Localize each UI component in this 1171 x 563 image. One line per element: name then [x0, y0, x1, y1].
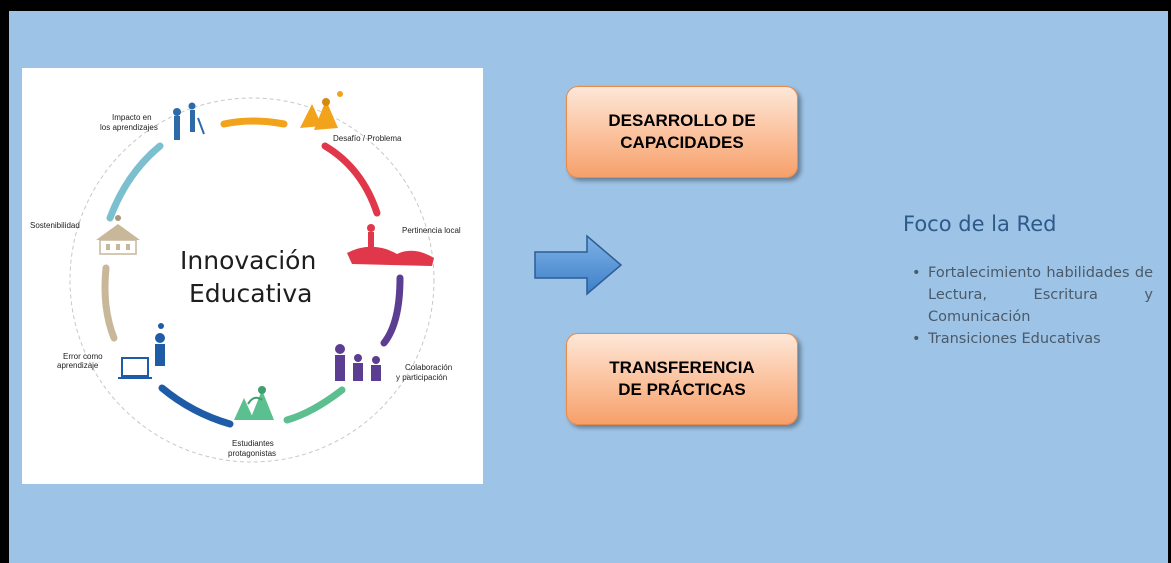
label-error-1: Error como: [63, 352, 103, 361]
photographers-icon: [173, 102, 205, 140]
label-impacto-2: los aprendizajes: [100, 123, 158, 132]
focus-item-2: Transiciones Educativas: [908, 328, 1170, 350]
label-estudiantes-1: Estudiantes: [232, 439, 274, 448]
focus-item-1: Fortalecimiento habilidades de Lectura, …: [908, 262, 1153, 328]
challenge-people-icon: [300, 91, 343, 130]
local-landscape-icon: [347, 224, 434, 266]
innovation-diagram: Innovación Educativa Impacto en los apre…: [22, 68, 483, 484]
arc-orange: [220, 117, 288, 128]
label-colaboracion-2: y participación: [396, 373, 447, 382]
focus-list: Fortalecimiento habilidades de Lectura, …: [908, 262, 1170, 350]
right-arrow-icon: [534, 234, 623, 296]
top-border: [9, 9, 1171, 11]
label-desafio: Desafío / Problema: [333, 134, 402, 143]
laptop-person-icon: [118, 323, 165, 379]
label-error-2: aprendizaje: [57, 361, 99, 370]
label-pertinencia: Pertinencia local: [402, 226, 461, 235]
students-plants-icon: [234, 386, 274, 420]
dashed-orbit: [69, 97, 435, 463]
capacity-development-box: DESARROLLO DE CAPACIDADES: [566, 86, 798, 178]
label-impacto-1: Impacto en: [112, 113, 152, 122]
arc-purple: [380, 274, 404, 347]
arc-teal: [106, 142, 164, 222]
cycle-svg: Innovación Educativa Impacto en los apre…: [30, 91, 461, 463]
focus-title: Foco de la Red: [903, 212, 1057, 236]
arc-red: [321, 142, 381, 217]
arc-blue: [158, 384, 234, 428]
collaboration-people-icon: [335, 344, 381, 381]
school-building-icon: [96, 215, 140, 255]
label-sostenibilidad: Sostenibilidad: [30, 221, 80, 230]
arc-green: [283, 386, 346, 424]
practice-transfer-box: TRANSFERENCIA DE PRÁCTICAS: [566, 333, 798, 425]
center-title-line2: Educativa: [189, 279, 312, 308]
center-title-line1: Innovación: [180, 246, 316, 275]
arc-tan: [101, 264, 118, 342]
label-colaboracion-1: Colaboración: [405, 363, 452, 372]
label-estudiantes-2: protagonistas: [228, 449, 276, 458]
